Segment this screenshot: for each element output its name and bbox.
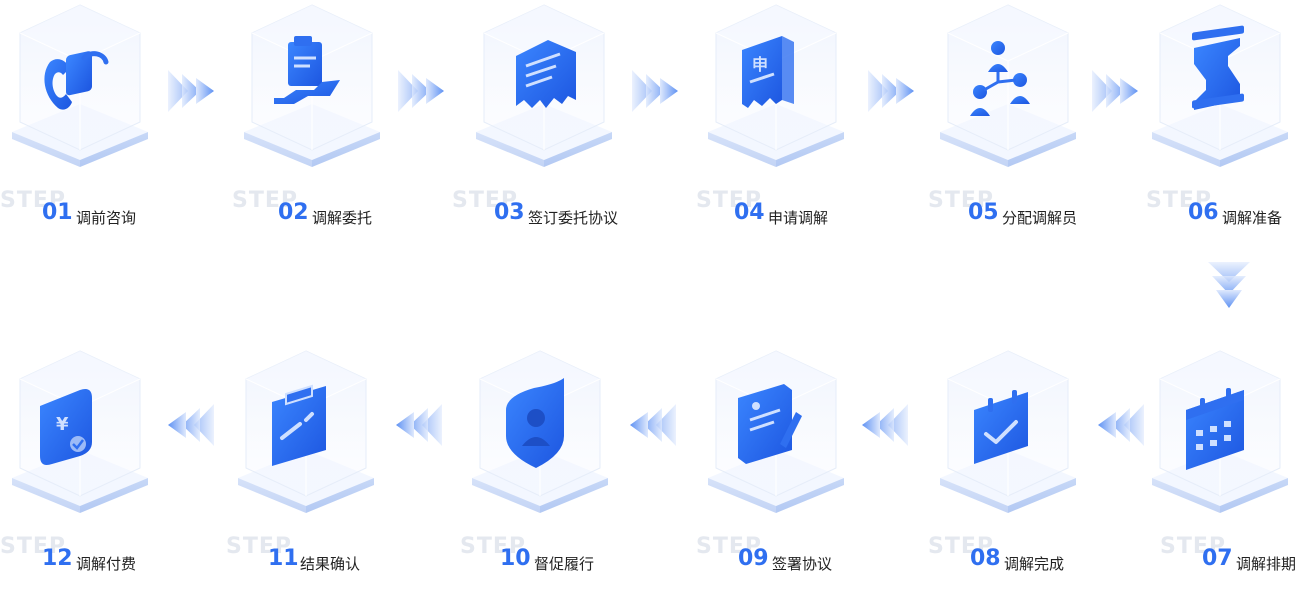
step-title: 签署协议	[772, 555, 833, 573]
step-10: STEP 10 督促履行	[460, 346, 620, 596]
step-12: ¥ STEP 12 调解付费	[0, 346, 160, 596]
step-cube: ¥	[12, 350, 148, 513]
step-label: STEP 10 督促履行	[460, 526, 700, 586]
step-title: 调解排期	[1236, 555, 1297, 573]
arrow-left-icon	[168, 404, 214, 446]
step-number: 06	[1188, 200, 1219, 225]
step-title: 分配调解员	[1002, 209, 1078, 227]
step-4: 申 STEP 04 申请调解	[696, 0, 856, 250]
step-cube	[12, 4, 148, 167]
calendar-check-icon	[974, 390, 1028, 464]
svg-text:申: 申	[752, 55, 768, 74]
hourglass-icon	[1192, 25, 1244, 110]
step-cube	[940, 4, 1076, 167]
arrow-right-icon	[868, 70, 914, 112]
step-label: STEP 11 结果确认	[226, 526, 466, 586]
step-word: STEP	[226, 534, 293, 559]
arrow-right-icon	[1092, 70, 1138, 112]
step-title: 结果确认	[300, 555, 361, 573]
step-label: STEP 04 申请调解	[696, 180, 936, 240]
step-11: STEP 11 结果确认	[226, 346, 386, 596]
arrow-right-icon	[168, 70, 214, 112]
step-5: STEP 05 分配调解员	[928, 0, 1088, 250]
arrow-left-icon	[630, 404, 676, 446]
step-1: STEP 01 调前咨询	[0, 0, 160, 250]
step-label: STEP 06 调解准备	[1140, 180, 1300, 240]
step-number: 07	[1202, 546, 1233, 571]
shield-icon	[506, 378, 564, 468]
svg-text:¥: ¥	[56, 414, 69, 435]
step-cube	[238, 350, 374, 513]
step-title: 调前咨询	[76, 209, 137, 227]
step-number: 05	[968, 200, 999, 225]
phone-icon	[44, 51, 109, 110]
step-label: STEP 03 签订委托协议	[452, 180, 704, 240]
receipt-icon	[516, 40, 576, 108]
arrow-right-icon	[398, 70, 444, 112]
hand-document-icon	[274, 36, 340, 104]
step-number: 01	[42, 200, 73, 225]
arrow-left-icon	[1098, 404, 1144, 446]
arrow-right-icon	[632, 70, 678, 112]
step-word: STEP	[452, 188, 519, 213]
clipboard-icon	[272, 384, 326, 466]
step-cube	[1152, 350, 1288, 513]
step-word: STEP	[1146, 188, 1213, 213]
step-label: STEP 08 调解完成	[928, 526, 1168, 586]
step-number: 12	[42, 546, 73, 571]
step-number: 10	[500, 546, 531, 571]
step-title: 申请调解	[768, 209, 829, 227]
step-6: STEP 06 调解准备	[1140, 0, 1300, 250]
step-word: STEP	[0, 534, 67, 559]
step-number: 02	[278, 200, 309, 225]
step-word: STEP	[0, 188, 67, 213]
step-9: STEP 09 签署协议	[696, 346, 856, 596]
step-7: STEP 07 调解排期	[1140, 346, 1300, 596]
step-cube	[472, 350, 608, 513]
step-title: 调解付费	[76, 555, 137, 573]
step-cube	[476, 4, 612, 167]
sign-document-icon	[738, 384, 802, 464]
step-cube	[940, 350, 1076, 513]
step-label: STEP 07 调解排期	[1140, 526, 1300, 586]
step-number: 11	[268, 546, 299, 571]
arrow-left-icon	[862, 404, 908, 446]
step-label: STEP 12 调解付费	[0, 526, 240, 586]
calendar-icon	[1186, 388, 1244, 470]
step-number: 03	[494, 200, 525, 225]
arrow-down-icon	[1208, 262, 1250, 308]
step-cube: 申	[708, 4, 844, 167]
step-word: STEP	[696, 534, 763, 559]
step-number: 09	[738, 546, 769, 571]
step-word: STEP	[928, 534, 995, 559]
step-8: STEP 08 调解完成	[928, 346, 1088, 596]
people-network-icon	[970, 41, 1030, 116]
application-form-icon: 申	[742, 36, 794, 108]
step-word: STEP	[696, 188, 763, 213]
step-2: STEP 02 调解委托	[232, 0, 392, 250]
step-word: STEP	[460, 534, 527, 559]
step-label: STEP 09 签署协议	[696, 526, 936, 586]
step-title: 督促履行	[534, 555, 595, 573]
step-title: 签订委托协议	[528, 209, 619, 227]
step-cube	[244, 4, 380, 167]
step-label: STEP 01 调前咨询	[0, 180, 240, 240]
step-number: 08	[970, 546, 1001, 571]
step-word: STEP	[1160, 534, 1227, 559]
step-title: 调解委托	[312, 209, 373, 227]
step-cube	[708, 350, 844, 513]
step-title: 调解完成	[1004, 555, 1065, 573]
arrow-left-icon	[396, 404, 442, 446]
step-number: 04	[734, 200, 765, 225]
payment-wallet-icon: ¥	[40, 389, 92, 465]
step-label: STEP 05 分配调解员	[928, 180, 1168, 240]
step-3: STEP 03 签订委托协议	[452, 0, 624, 250]
step-cube	[1152, 4, 1288, 167]
step-title: 调解准备	[1222, 209, 1283, 227]
step-label: STEP 02 调解委托	[232, 180, 472, 240]
step-word: STEP	[928, 188, 995, 213]
step-word: STEP	[232, 188, 299, 213]
